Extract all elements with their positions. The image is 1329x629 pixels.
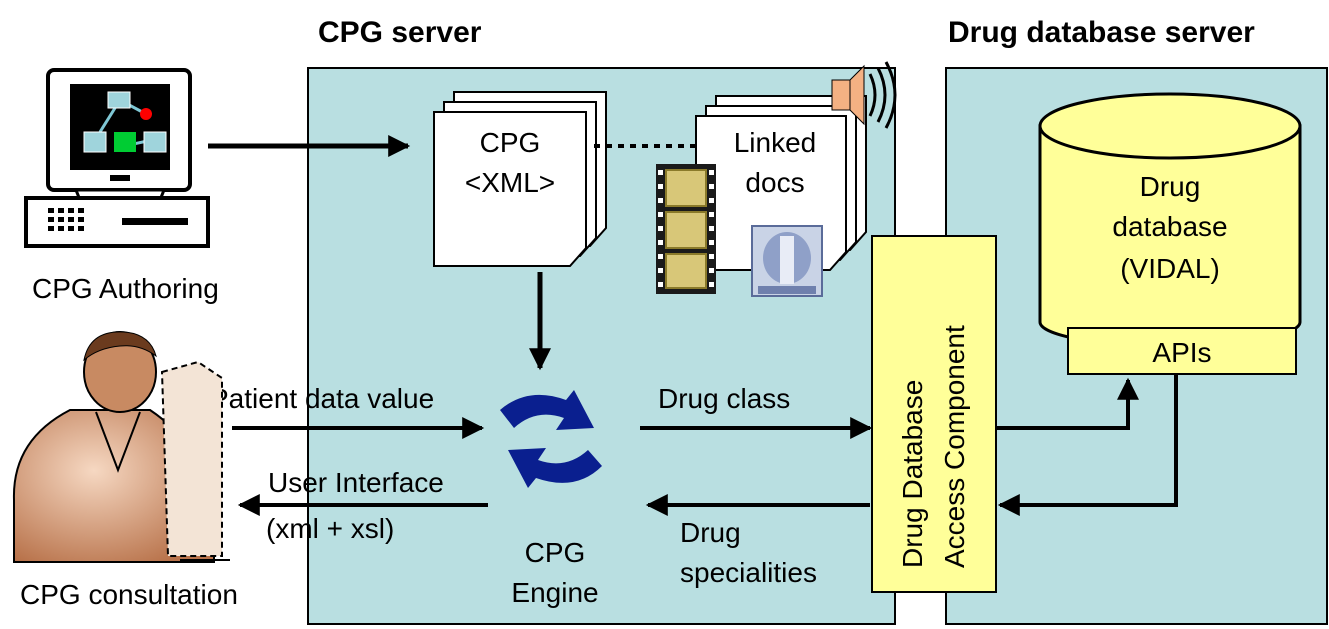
access-component-subtitle: Access Component [939,325,970,568]
patient-data-label: Patient data value [210,383,434,414]
drug-specialities-subtitle: specialities [680,557,817,588]
drug-server-title: Drug database server [948,16,1255,49]
authoring-computer-icon [24,68,210,248]
access-component-box [871,235,997,593]
engine-cycle-icon [500,390,602,488]
consultation-person-icon [12,331,230,563]
speaker-icon [831,61,897,129]
database-subtitle: database [1112,211,1227,242]
cpg-doc-format: <XML> [465,167,555,198]
cpg-authoring-label: CPG Authoring [32,273,219,304]
engine-subtitle: Engine [511,577,598,608]
linked-docs-title: Linked [734,127,817,158]
linked-docs-subtitle: docs [745,167,804,198]
cpg-xml-document [433,91,607,267]
drug-class-label: Drug class [658,383,790,414]
drug-specialities-title: Drug [680,517,741,548]
cpg-server-title: CPG server [318,16,482,49]
apis-to-access-arrow [997,374,1178,516]
user-interface-label: User Interface [268,467,444,498]
apis-label: APIs [1152,337,1211,368]
cpg-consultation-label: CPG consultation [20,579,238,610]
apis-box [1067,327,1297,375]
database-title: Drug [1140,171,1201,202]
engine-title: CPG [525,537,586,568]
access-component-title: Drug Database [897,380,928,568]
xray-image-icon [751,225,823,297]
film-strip-icon [656,164,716,294]
access-to-apis-arrow [996,377,1139,430]
xml-xsl-label: (xml + xsl) [266,513,394,544]
cpg-doc-title: CPG [480,127,541,158]
database-vendor: (VIDAL) [1120,253,1220,284]
